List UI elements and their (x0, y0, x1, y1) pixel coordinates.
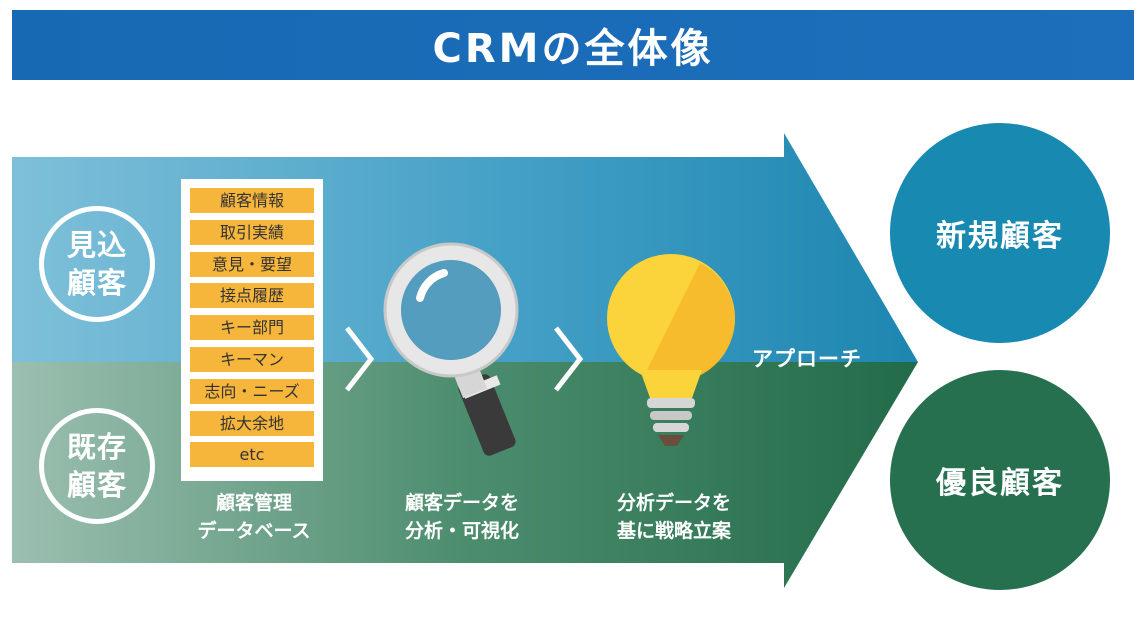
db-item: 接点履歴 (190, 283, 314, 309)
db-item: etc (190, 442, 314, 468)
approach-label: アプローチ (752, 347, 862, 371)
customer-database-list: 顧客情報 取引実績 意見・要望 接点履歴 キー部門 キーマン 志向・ニーズ 拡大… (181, 179, 323, 481)
magnifier-icon (383, 242, 519, 456)
loyal-customer-label: 優良顧客 (936, 466, 1064, 501)
db-item: キーマン (190, 346, 314, 372)
page-title: CRMの全体像 (12, 10, 1134, 80)
prospect-customer-label: 見込 顧客 (66, 228, 127, 300)
db-item: 顧客情報 (190, 188, 314, 213)
chevron-right-icon (554, 326, 584, 392)
strategy-caption: 分析データを 基に戦略立案 (616, 492, 731, 542)
analysis-caption: 顧客データを 分析・可視化 (404, 492, 519, 542)
db-item: 拡大余地 (190, 410, 314, 436)
db-item: 志向・ニーズ (190, 378, 314, 404)
chevron-right-icon (345, 326, 375, 392)
prospect-customer-circle: 見込 顧客 (39, 206, 155, 322)
new-customer-circle: 新規顧客 (890, 123, 1110, 343)
existing-customer-circle: 既存 顧客 (39, 408, 155, 524)
existing-customer-label: 既存 顧客 (66, 430, 127, 502)
db-item: 意見・要望 (190, 251, 314, 277)
db-item: キー部門 (190, 315, 314, 341)
loyal-customer-circle: 優良顧客 (890, 370, 1110, 590)
db-item: 取引実績 (190, 219, 314, 245)
new-customer-label: 新規顧客 (936, 219, 1064, 254)
lightbulb-icon (607, 254, 736, 446)
database-caption: 顧客管理 データベース (197, 492, 311, 542)
